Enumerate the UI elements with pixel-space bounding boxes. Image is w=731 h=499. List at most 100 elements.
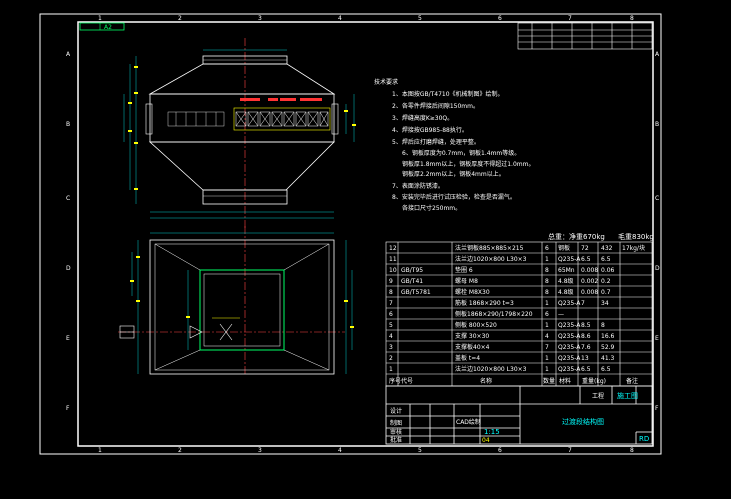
cell-w1: 0.002 <box>581 278 598 285</box>
part-markers <box>240 98 322 101</box>
cell-w2: 8 <box>601 322 605 329</box>
row-letter: D <box>655 265 660 272</box>
section-marker <box>119 323 233 341</box>
cell-no: 6 <box>389 311 393 318</box>
note-item: 8、安装完毕后进行试压检验，检查是否漏气。 <box>392 193 516 201</box>
cell-mat: 65Mn <box>558 267 575 274</box>
filter-panel <box>233 107 331 131</box>
table-row: 5 侧板 800×520 1 Q235-A 8.5 8 <box>389 321 605 329</box>
cell-w1: 7.6 <box>581 344 591 351</box>
plan-dim-ticks <box>130 256 354 328</box>
col-num: 5 <box>418 447 422 454</box>
cell-code: GB/T41 <box>401 278 423 285</box>
notes-heading: 技术要求 <box>374 78 398 86</box>
note-item: 2、各零件焊接后间隙150mm。 <box>392 102 479 110</box>
weight-net: 总重：净重670kg <box>548 232 605 241</box>
cell-qty: 1 <box>545 322 549 329</box>
cell-mat: Q235-A <box>558 344 581 351</box>
header-code: 代号 <box>401 377 413 385</box>
note-item: 4、焊接按GB985-88执行。 <box>392 126 468 134</box>
project-label: 工程 <box>592 392 604 400</box>
row-label: 批准 <box>390 436 402 444</box>
cell-w1: 0.008 <box>581 289 598 296</box>
col-num: 6 <box>498 15 502 22</box>
bom-rows: 12 法兰钢板885×885×215 6 钢板 72 432 17kg/块 11… <box>389 244 645 385</box>
title-row-labels: 设计 制图 审核 批准 <box>390 407 402 444</box>
cell-no: 11 <box>389 256 397 263</box>
cell-qty: 6 <box>545 311 549 318</box>
cell-mat: Q235-A <box>558 366 581 373</box>
cell-w2: 34 <box>601 300 609 307</box>
cell-no: 8 <box>389 289 393 296</box>
cell-w1: 0.008 <box>581 267 598 274</box>
cell-w1: 8.6 <box>581 333 591 340</box>
left-ribs <box>175 112 217 126</box>
cell-qty: 8 <box>545 278 549 285</box>
stage-label: 施工图 <box>617 391 638 400</box>
dimension-lines <box>123 49 355 219</box>
table-row: 11 法兰边1020×800 L30×3 1 Q235-A 6.5 6.5 <box>389 255 611 263</box>
bottom-flange <box>202 189 288 205</box>
row-letter: B <box>66 121 70 128</box>
cell-mat: — <box>558 311 564 318</box>
note-item: 3、焊缝高度K≥30Q。 <box>392 114 453 122</box>
row-label: 审核 <box>390 428 402 436</box>
row-letter: A <box>655 51 660 58</box>
elevation-view[interactable] <box>123 38 356 228</box>
note-item: 钢板厚2.2mm以上，钢板4mm以上。 <box>402 170 505 178</box>
cell-w1: 13 <box>581 355 589 362</box>
row-letter: A <box>66 51 71 58</box>
plan-view[interactable] <box>118 226 354 376</box>
note-item: 6、钢板厚度为0.7mm，钢板1.4mm等级。 <box>402 149 520 157</box>
cell-name: 螺母 M8 <box>455 277 478 285</box>
plan-dimension-lines <box>131 232 353 374</box>
cell-name: 支撑 30×30 <box>455 332 489 340</box>
weight-gross: 毛重830kg <box>618 232 654 241</box>
revision-code: RD <box>639 435 649 443</box>
cell-w2: 432 <box>601 245 613 252</box>
note-item: 各接口尺寸250mm。 <box>402 204 461 212</box>
row-label: 设计 <box>390 407 402 415</box>
cell-mat: Q235-A <box>558 256 581 263</box>
cell-no: 5 <box>389 322 393 329</box>
cell-qty: 4 <box>545 333 549 340</box>
row-letter: E <box>655 335 659 342</box>
cell-name: 筋板 1868×290 t=3 <box>455 299 514 307</box>
column-numbers-top: 1 2 3 4 5 6 7 8 <box>98 15 634 22</box>
cell-w2: 41.3 <box>601 355 615 362</box>
hood-edges <box>154 243 330 371</box>
cell-w1: 7 <box>581 300 585 307</box>
note-item: 7、表面涂防锈漆。 <box>392 182 444 190</box>
cell-no: 1 <box>389 366 393 373</box>
cell-w2: 0.7 <box>601 289 611 296</box>
note-item: 钢板厚1.8mm以上，钢板厚度不得超过1.0mm。 <box>402 160 534 168</box>
cell-no: 12 <box>389 245 397 252</box>
row-letter: B <box>655 121 659 128</box>
scale-label: 1:15 <box>484 428 500 436</box>
row-letter: C <box>66 195 70 202</box>
cell-no: 7 <box>389 300 393 307</box>
cell-no: 10 <box>389 267 397 274</box>
cell-no: 9 <box>389 278 393 285</box>
header-no: 序号 <box>389 377 401 385</box>
table-row: 1 法兰边1020×800 L30×3 1 Q235-A 6.5 6.5 <box>389 365 611 373</box>
cell-name: 支撑板40×4 <box>455 343 490 351</box>
table-row: 3 支撑板40×4 7 Q235-A 7.6 52.9 <box>389 343 615 351</box>
cell-qty: 6 <box>545 245 549 252</box>
cell-qty: 1 <box>545 355 549 362</box>
row-letter: E <box>66 335 70 342</box>
cell-name: 法兰边1020×800 L30×3 <box>455 365 527 373</box>
cell-name: 法兰钢板885×885×215 <box>455 244 524 252</box>
note-item: 5、焊后应打磨焊缝，处理平整。 <box>392 138 480 146</box>
col-num: 1 <box>98 15 102 22</box>
col-num: 6 <box>498 447 502 454</box>
header-weight: 重量(kg) <box>582 377 606 385</box>
col-num: 3 <box>258 447 262 454</box>
cell-qty: 1 <box>545 256 549 263</box>
col-num: 8 <box>630 447 634 454</box>
table-row: 12 法兰钢板885×885×215 6 钢板 72 432 17kg/块 <box>389 244 645 252</box>
dimension-ticks <box>128 66 356 190</box>
header-name: 名称 <box>480 377 492 385</box>
cell-qty: 1 <box>545 366 549 373</box>
